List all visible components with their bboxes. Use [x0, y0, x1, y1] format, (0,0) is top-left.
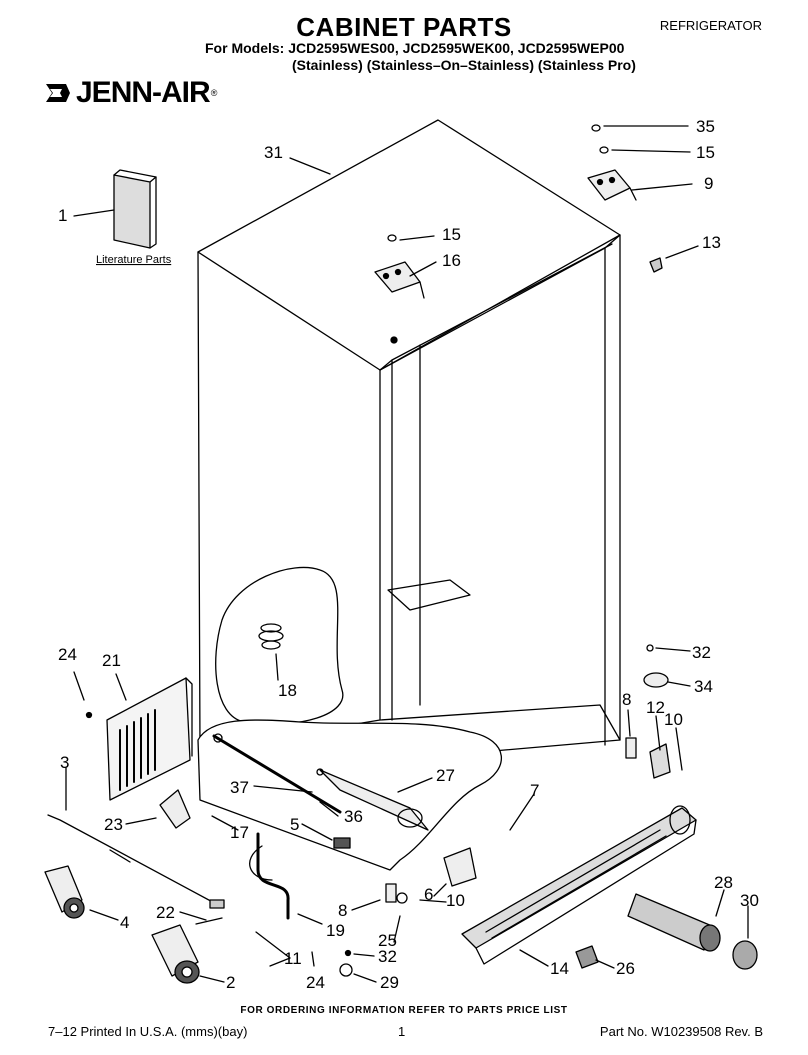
callout-12: 12: [646, 698, 665, 717]
category-label: REFRIGERATOR: [659, 18, 762, 33]
callout-34: 34: [694, 677, 713, 696]
callout-16: 16: [442, 251, 461, 270]
page-title: CABINET PARTS: [296, 12, 512, 42]
drain-fitting: [258, 623, 284, 650]
bracket-8a: [625, 737, 637, 759]
brand-registered-mark: ®: [210, 88, 218, 98]
literature-parts-label: Literature Parts: [96, 254, 172, 266]
side-panel: [106, 677, 193, 801]
screw-32b: [344, 949, 352, 957]
front-roller: [44, 865, 85, 919]
callout-32-right: 32: [692, 643, 711, 662]
callout-7: 7: [530, 781, 539, 800]
drain-tube: [256, 832, 290, 920]
callout-15-top: 15: [696, 143, 715, 162]
callout-3: 3: [60, 753, 69, 772]
callout-27: 27: [436, 766, 455, 785]
callout-10-right: 10: [664, 710, 683, 729]
callout-28: 28: [714, 873, 733, 892]
callout-31: 31: [264, 143, 283, 162]
upper-hinge: [587, 124, 637, 201]
screw-22: [195, 917, 223, 925]
bracket-8b: [385, 883, 397, 903]
literature-booklet: [113, 169, 157, 249]
cabinet-shell: [197, 119, 621, 761]
callout-36: 36: [344, 807, 363, 826]
part-26: [575, 945, 599, 969]
callout-1: 1: [58, 206, 67, 225]
callout-17: 17: [230, 823, 249, 842]
callout-8-right: 8: [622, 690, 631, 709]
brand-name: JENN-AIR: [76, 76, 211, 109]
callout-32-bottom: 32: [378, 947, 397, 966]
print-info: 7–12 Printed In U.S.A. (mms)(bay): [48, 1024, 248, 1039]
callout-21: 21: [102, 651, 121, 670]
defrost-tray: [316, 768, 429, 831]
model-variants: (Stainless) (Stainless–On–Stainless) (St…: [292, 57, 636, 73]
page-number: 1: [398, 1024, 406, 1039]
callout-18: 18: [278, 681, 297, 700]
callout-2: 2: [226, 973, 235, 992]
toe-grille: [461, 805, 697, 965]
callout-8-bottom: 8: [338, 901, 347, 920]
part-number: Part No. W10239508 Rev. B: [599, 1024, 763, 1039]
callout-9: 9: [704, 174, 713, 193]
leveling-rod: [47, 814, 225, 909]
model-list: For Models: JCD2595WES00, JCD2595WEK00, …: [205, 40, 625, 56]
bracket: [159, 789, 191, 829]
callout-23: 23: [104, 815, 123, 834]
callout-19: 19: [326, 921, 345, 940]
callout-24-left: 24: [58, 645, 77, 664]
callout-35: 35: [696, 117, 715, 136]
callout-5: 5: [290, 815, 299, 834]
drain-hose: [249, 845, 273, 881]
brand-logo: JENN-AIR ®: [44, 76, 217, 110]
callout-13: 13: [702, 233, 721, 252]
callouts: 35 15 9 31 1 15 16 13 32 34 24 21 18 8 1…: [58, 117, 759, 992]
callout-37: 37: [230, 778, 249, 797]
callout-22: 22: [156, 903, 175, 922]
callout-24-bottom: 24: [306, 973, 325, 992]
brand-emblem-icon: [46, 84, 70, 102]
part-5: [333, 837, 351, 849]
screw-25: [396, 892, 408, 904]
bracket-6: [443, 847, 477, 887]
callout-25: 25: [378, 931, 397, 950]
panel-screw: [85, 711, 93, 719]
drain-pan-rod: [212, 733, 342, 814]
callout-6: 6: [424, 885, 433, 904]
hinge-plug: [649, 257, 663, 273]
water-filter: [627, 893, 758, 970]
screw-29: [339, 963, 353, 977]
callout-15-center: 15: [442, 225, 461, 244]
rear-roller: [151, 924, 200, 984]
screw-32a: [646, 644, 654, 652]
bracket-12: [649, 743, 671, 779]
callout-11: 11: [284, 949, 302, 968]
center-hinge: [374, 234, 425, 344]
callout-4: 4: [120, 913, 129, 932]
callout-10-bottom: 10: [446, 891, 465, 910]
leader-lines: [65, 125, 749, 983]
hinge-pin-34: [643, 672, 669, 688]
callout-26: 26: [616, 959, 635, 978]
ordering-note: FOR ORDERING INFORMATION REFER TO PARTS …: [240, 1005, 568, 1016]
callout-30: 30: [740, 891, 759, 910]
callout-14: 14: [550, 959, 569, 978]
callout-29: 29: [380, 973, 399, 992]
